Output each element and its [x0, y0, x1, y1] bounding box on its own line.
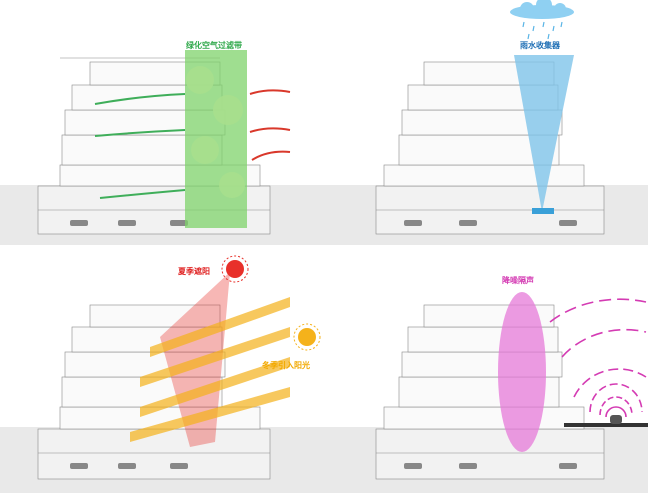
air-filter-diagram: 绿化空气过滤带	[0, 0, 324, 246]
air-filter-label: 绿化空气过滤带	[186, 40, 242, 50]
sun-icon	[294, 324, 320, 350]
panel-noise: 降噪隔声	[324, 247, 648, 493]
rain-drops	[523, 22, 562, 39]
sound-wave-icon	[550, 299, 646, 417]
panel-rainwater: 雨水收集器	[324, 0, 648, 246]
building-section	[324, 62, 648, 245]
cloud-icon	[510, 0, 574, 19]
noise-barrier	[498, 292, 546, 452]
panel-air-filter: 绿化空气过滤带	[0, 0, 324, 246]
panel-sunlight: 夏季遮阳 冬季引入阳光	[0, 247, 324, 493]
winter-sun-label: 冬季引入阳光	[262, 360, 310, 370]
sunlight-diagram: 夏季遮阳 冬季引入阳光	[0, 247, 324, 493]
rainwater-label: 雨水收集器	[520, 40, 561, 50]
noise-diagram: 降噪隔声	[324, 247, 648, 493]
summer-shade-label: 夏季遮阳	[177, 266, 210, 276]
rainwater-diagram: 雨水收集器	[324, 0, 648, 246]
air-arrows-in	[250, 90, 290, 160]
noise-label: 降噪隔声	[502, 275, 534, 285]
